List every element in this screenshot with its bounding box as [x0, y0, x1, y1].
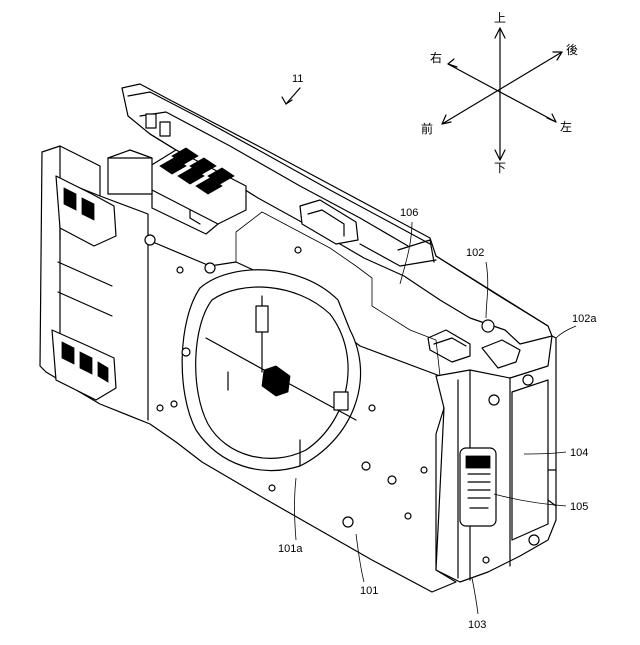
direction-label-up: 上: [494, 11, 506, 25]
label-assembly: 11: [292, 73, 303, 85]
label-frame-opening: 101a: [278, 543, 303, 555]
direction-label-right: 右: [430, 50, 442, 65]
direction-label-front: 前: [421, 121, 433, 136]
arrowhead-right: [448, 59, 457, 67]
label-frame: 101: [360, 585, 378, 597]
direction-label-left: 左: [560, 119, 572, 134]
arrowhead-left: [547, 114, 556, 122]
axis-front-rear: [442, 52, 562, 124]
direction-compass: 上 下 右 左 前 後: [421, 11, 578, 175]
label-side-cover: 103: [468, 619, 486, 631]
label-top-frame-edge: 102a: [572, 313, 597, 325]
direction-label-rear: 後: [566, 43, 578, 57]
camera-body-drawing: [40, 84, 556, 592]
label-board: 106: [400, 207, 418, 219]
side-panel: [512, 380, 548, 540]
axis-right-left: [448, 64, 556, 122]
direction-label-down: 下: [494, 161, 506, 175]
lens-mount: [182, 270, 360, 471]
label-top-frame: 102: [466, 247, 484, 259]
label-connector: 105: [570, 501, 588, 513]
label-side-panel: 104: [570, 447, 588, 459]
